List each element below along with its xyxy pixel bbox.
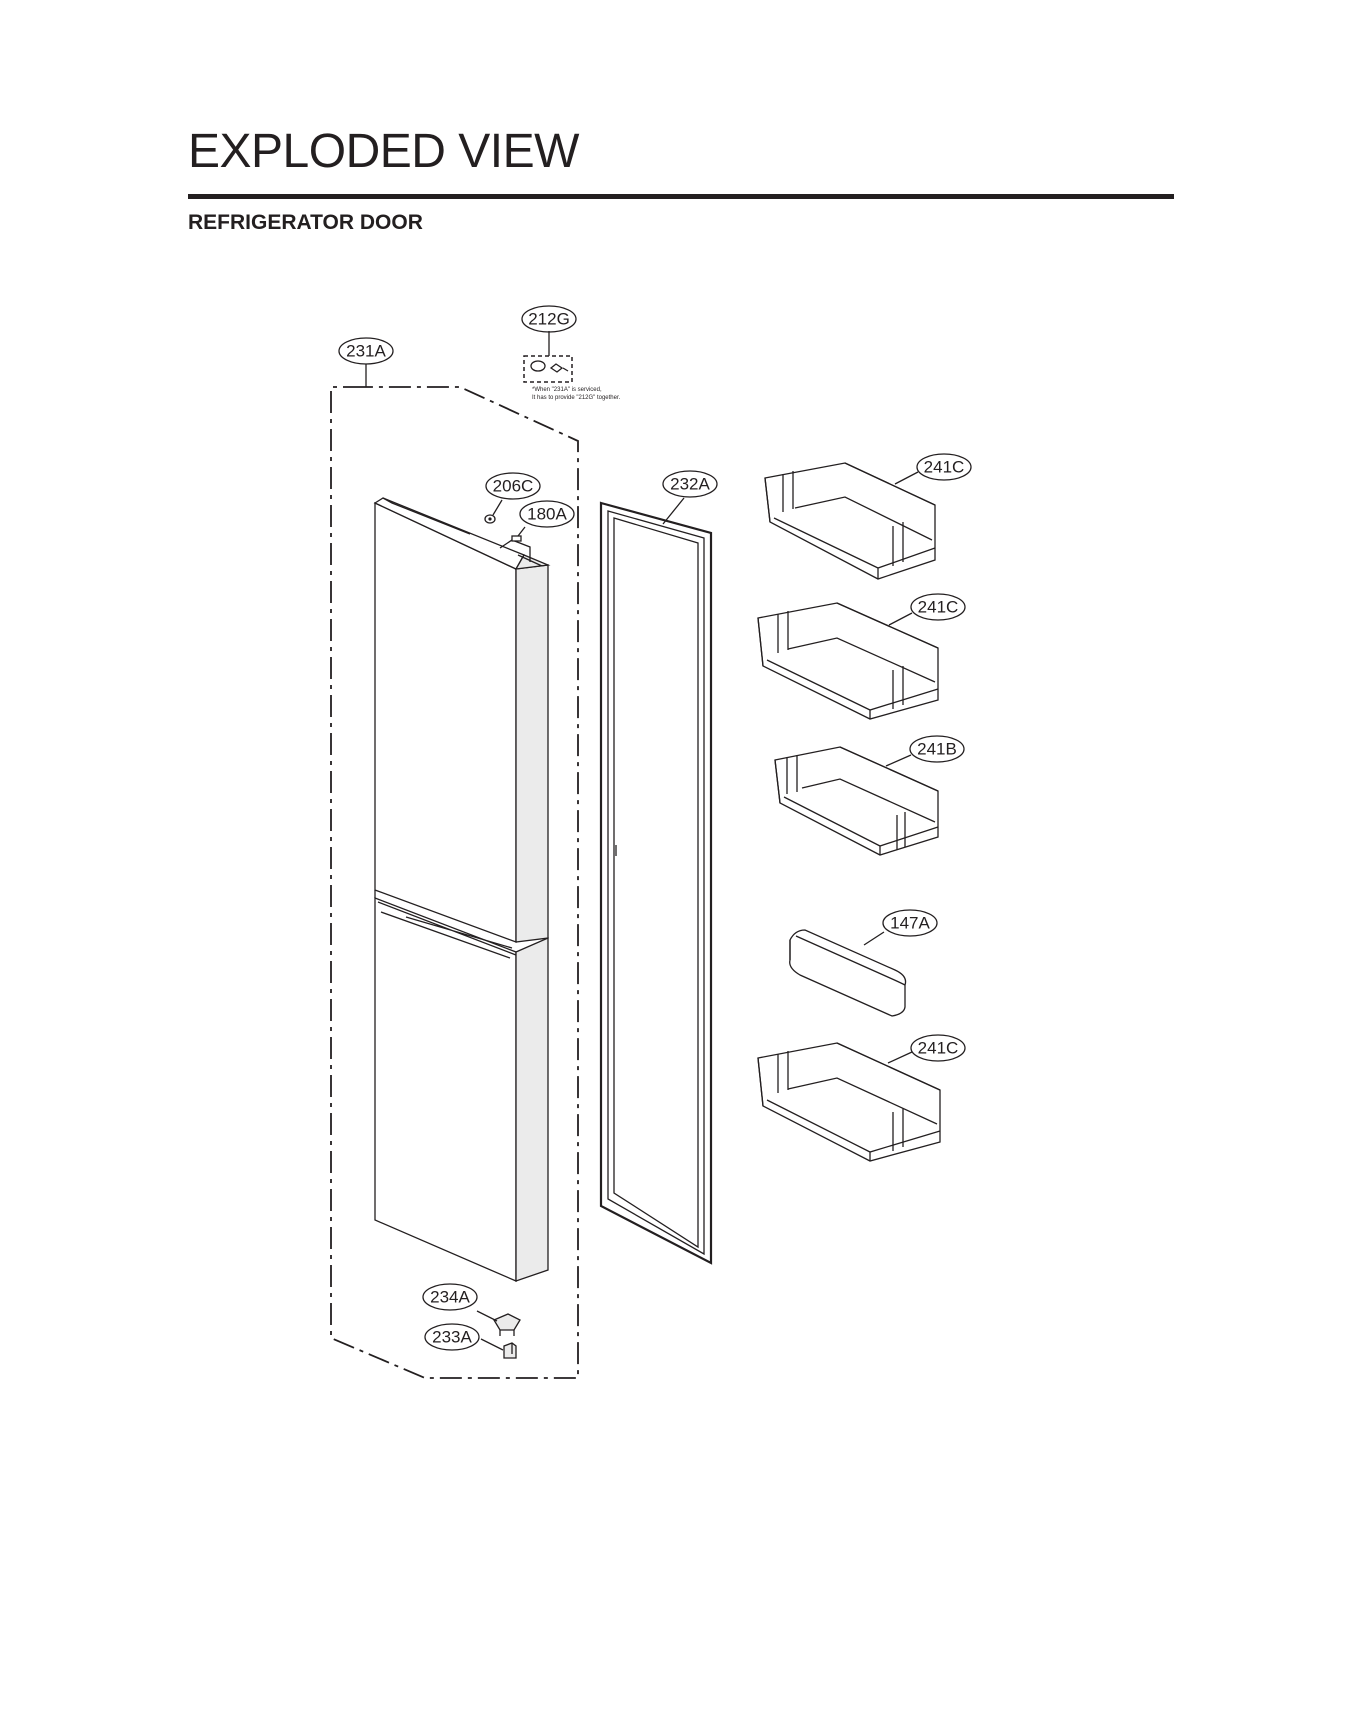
callout-241C-2: 241C	[910, 593, 966, 621]
door-basket-241C-2	[757, 602, 939, 720]
callout-241C-3: 241C	[910, 1034, 966, 1062]
callout-241C-1-label: 241C	[924, 458, 965, 477]
door-gasket	[599, 501, 713, 1265]
callout-231A-label: 231A	[346, 342, 386, 361]
callout-180A-label: 180A	[527, 505, 567, 524]
callout-147A: 147A	[882, 909, 938, 937]
leader-lines	[365, 331, 919, 1351]
callout-147A-label: 147A	[890, 914, 930, 933]
service-note-line-2: It has to provide "212G" together.	[532, 395, 621, 401]
section-title: REFRIGERATOR DOOR	[188, 211, 423, 234]
callout-241B-label: 241B	[917, 740, 957, 759]
callout-234A: 234A	[422, 1283, 478, 1311]
callout-233A: 233A	[424, 1323, 480, 1351]
door-assembly-boundary	[330, 386, 579, 1379]
page-title: EXPLODED VIEW	[188, 125, 579, 178]
screw-180A	[511, 535, 522, 542]
door-basket-241C-3	[757, 1042, 941, 1162]
callout-232A-label: 232A	[670, 475, 710, 494]
callout-232A: 232A	[662, 470, 718, 498]
callout-241C-1: 241C	[916, 453, 972, 481]
callout-233A-label: 233A	[432, 1328, 472, 1347]
callout-212G: 212G	[521, 305, 577, 333]
service-note-line-1: *When "231A" is serviced,	[532, 387, 602, 393]
callout-241B: 241B	[909, 735, 965, 763]
callout-231A: 231A	[338, 337, 394, 365]
hinge-234A	[493, 1313, 521, 1336]
refrigerator-door	[373, 497, 551, 1282]
callout-241C-3-label: 241C	[918, 1039, 959, 1058]
hinge-cap-206C	[484, 514, 496, 524]
hinge-pin-233A	[503, 1342, 517, 1359]
callout-180A: 180A	[519, 500, 575, 528]
callout-206C-label: 206C	[493, 477, 534, 496]
callout-241C-2-label: 241C	[918, 598, 959, 617]
title-rule	[188, 194, 1174, 199]
part-212G-box	[523, 355, 573, 383]
door-basket-241C-1	[764, 462, 936, 580]
small-bin-147A	[789, 929, 907, 1017]
callout-234A-label: 234A	[430, 1288, 470, 1307]
door-basket-241B	[774, 746, 939, 856]
callout-212G-label: 212G	[528, 310, 570, 329]
callout-206C: 206C	[485, 472, 541, 500]
